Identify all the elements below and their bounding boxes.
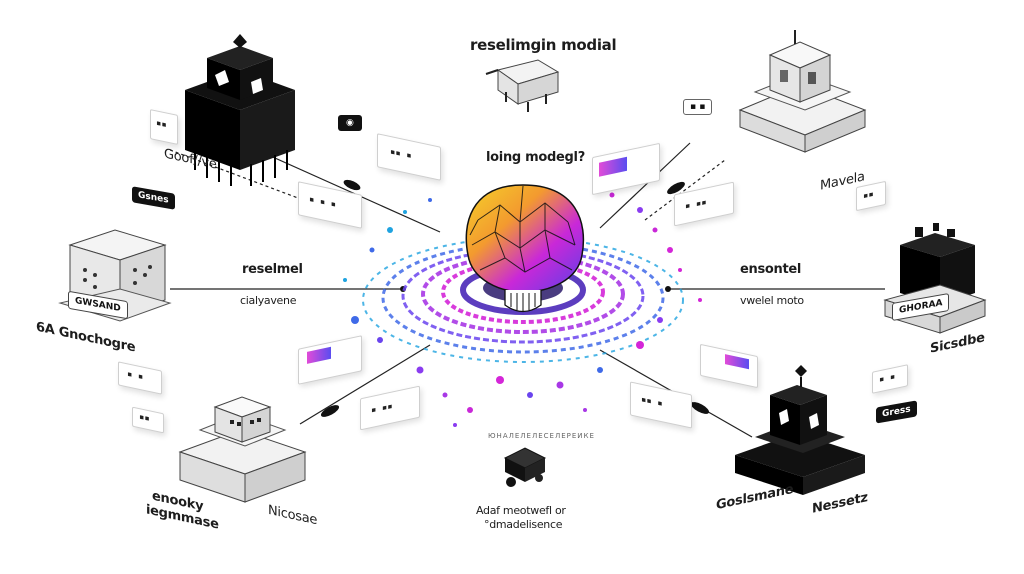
connector-top-right — [599, 142, 691, 229]
badge-bottom-right-dot: ▪ ▪ — [683, 99, 713, 115]
connector-bottom-left — [299, 344, 431, 425]
server-top-left — [185, 34, 295, 186]
badge-top-left-icon: ◉ — [338, 115, 362, 131]
connector-nodes — [320, 179, 710, 417]
server-bottom-right — [735, 365, 865, 495]
central-brain — [465, 184, 585, 313]
right-title: ensontel — [740, 262, 802, 277]
node-top-right — [667, 181, 685, 195]
gadget-top-center — [485, 59, 560, 112]
bottom-center-subtitle: ЮНАЛЕЛЕЛЕСЕЛЕРЕИКЕ — [488, 432, 595, 440]
gadget-bottom-center — [503, 447, 547, 487]
node-bottom-right — [690, 402, 710, 414]
top-title: reselimgin modial — [470, 36, 617, 54]
left-subtitle: cialyavene — [240, 294, 297, 307]
bottom-caption-line-1: Adaf meotwefl or — [476, 504, 566, 517]
center-title: loing modegl? — [486, 150, 585, 165]
connector-dashed-right — [644, 159, 726, 221]
right-subtitle: vwelel moto — [740, 294, 804, 307]
node-top-left — [343, 179, 361, 191]
server-bottom-left — [178, 396, 307, 503]
server-top-right — [738, 30, 867, 153]
left-title: reselmel — [242, 262, 303, 277]
particle-dots — [343, 192, 702, 427]
bottom-caption-line-2: °dmadelisence — [484, 518, 563, 531]
node-right — [665, 286, 671, 292]
node-bottom-left — [320, 405, 340, 417]
card-top-left-small: ▪▪ — [150, 109, 178, 145]
